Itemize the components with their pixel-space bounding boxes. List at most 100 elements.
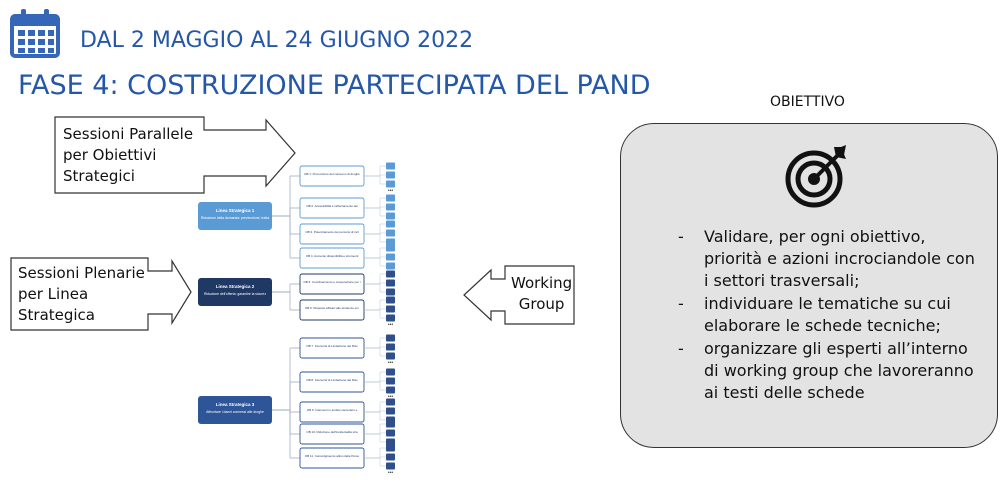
action-connector — [364, 337, 386, 349]
action-connector — [364, 223, 386, 235]
action-connector — [364, 371, 386, 383]
strategic-line-label: Linea Strategica 3 — [216, 402, 255, 407]
action-square — [386, 377, 395, 385]
target-icon — [785, 145, 846, 208]
objective-item: individuare le tematiche su cui elaborar… — [676, 293, 976, 337]
action-connector — [364, 401, 386, 413]
objective-box-label: OB 9. Interventi in ambito carcerario e — [307, 408, 358, 412]
action-square — [386, 420, 395, 428]
strategic-line-desc: Riduzione dell'offerta: garantire la sic… — [204, 292, 266, 296]
action-square — [386, 203, 395, 211]
action-connector — [364, 299, 386, 311]
objective-box-label: OB 10. Riduzione dell'incidentalità stra — [306, 430, 358, 434]
objective-box-label: OB 8. Interventi di Limitazione dei Risc — [306, 378, 358, 382]
objective-box — [299, 423, 365, 445]
strategic-line-box — [198, 202, 272, 230]
action-square — [386, 238, 395, 246]
connector-line — [272, 409, 300, 459]
action-connector — [364, 347, 386, 357]
strategic-line-box — [198, 396, 272, 424]
action-square — [386, 212, 395, 220]
objective-box — [299, 273, 365, 295]
more-dots: ••• — [388, 360, 394, 366]
objective-box — [299, 165, 365, 187]
objective-box-label: OB 6. Risposte efficaci alle tendenze em — [305, 306, 359, 310]
strategic-line-label: Linea Strategica 2 — [216, 284, 255, 289]
action-square — [386, 270, 395, 278]
action-connector — [364, 457, 386, 467]
action-square — [386, 279, 395, 287]
action-square — [386, 334, 395, 342]
action-square — [386, 429, 395, 437]
action-square — [386, 180, 395, 188]
action-connector — [364, 447, 386, 459]
action-square — [386, 398, 395, 406]
action-square — [386, 229, 395, 237]
plenary-sessions-arrow — [10, 257, 192, 331]
objective-box — [299, 447, 365, 469]
connector-line — [272, 207, 300, 217]
action-connector — [364, 247, 386, 259]
objective-box-label: OB 11. Coinvolgimento attivo delle Perso — [305, 454, 360, 458]
more-dots: ••• — [388, 188, 394, 194]
action-square — [386, 253, 395, 261]
action-square — [386, 462, 395, 470]
objective-box — [299, 197, 365, 219]
parallel-sessions-label: Sessioni Parallele per Obiettivi Strateg… — [63, 125, 194, 185]
action-square — [386, 368, 395, 376]
action-connector — [364, 273, 386, 285]
action-square — [386, 352, 395, 360]
objective-item: organizzare gli esperti all’interno di w… — [676, 338, 976, 404]
action-connector — [364, 309, 386, 319]
parallel-sessions-arrow — [54, 116, 296, 194]
action-square — [386, 162, 395, 170]
objective-box-label: OB 5. Coordinamento e cooperazione per i — [303, 280, 360, 284]
action-connector — [364, 165, 386, 177]
action-square — [386, 444, 395, 452]
action-connector — [364, 257, 386, 267]
action-square — [386, 314, 395, 322]
action-square — [386, 296, 395, 304]
working-group-arrow — [463, 265, 575, 325]
objective-box-label: OB 7. Interventi di Limitazione dei Risc — [306, 344, 358, 348]
action-square — [386, 343, 395, 351]
calendar-icon — [10, 9, 60, 58]
objective-list: Validare, per ogni obiettivo, priorità e… — [676, 226, 976, 405]
objective-box — [299, 299, 365, 321]
connector-line — [272, 291, 300, 311]
action-square — [386, 438, 395, 446]
objective-box — [299, 247, 365, 269]
action-square — [386, 386, 395, 394]
strategic-line-label: Linea Strategica 1 — [216, 208, 255, 213]
connector-line — [272, 215, 300, 259]
objective-box-label: OB 4. Aumento disponibilità e strumenti — [306, 254, 359, 258]
action-square — [386, 244, 395, 252]
action-connector — [364, 207, 386, 217]
connector-line — [272, 347, 300, 411]
strategic-line-desc: Affrontare i danni connessi alle droghe — [206, 410, 264, 414]
action-square — [386, 453, 395, 461]
objective-box-label: OB 1. Promozione del consumo di droghe — [304, 172, 360, 176]
action-connector — [364, 283, 386, 293]
connector-line — [272, 409, 300, 435]
connector-line — [272, 175, 300, 217]
action-square — [386, 194, 395, 202]
page-title: FASE 4: COSTRUZIONE PARTECIPATA DEL PAND — [18, 70, 651, 101]
objective-box — [299, 223, 365, 245]
action-square — [386, 305, 395, 313]
connector-line — [272, 381, 300, 411]
date-range: DAL 2 MAGGIO AL 24 GIUGNO 2022 — [80, 28, 474, 53]
action-square — [386, 262, 395, 270]
more-dots: ••• — [388, 470, 394, 476]
action-square — [386, 171, 395, 179]
connector-line — [272, 283, 300, 293]
action-square — [386, 288, 395, 296]
action-connector — [364, 175, 386, 185]
more-dots: ••• — [388, 322, 394, 328]
objective-title: OBIETTIVO — [770, 94, 845, 110]
action-connector — [364, 433, 386, 443]
objective-box — [299, 337, 365, 359]
objective-box-label: OB 3. Potenziamento dei percorsi di incl — [305, 230, 359, 234]
objective-item: Validare, per ogni obiettivo, priorità e… — [676, 226, 976, 292]
